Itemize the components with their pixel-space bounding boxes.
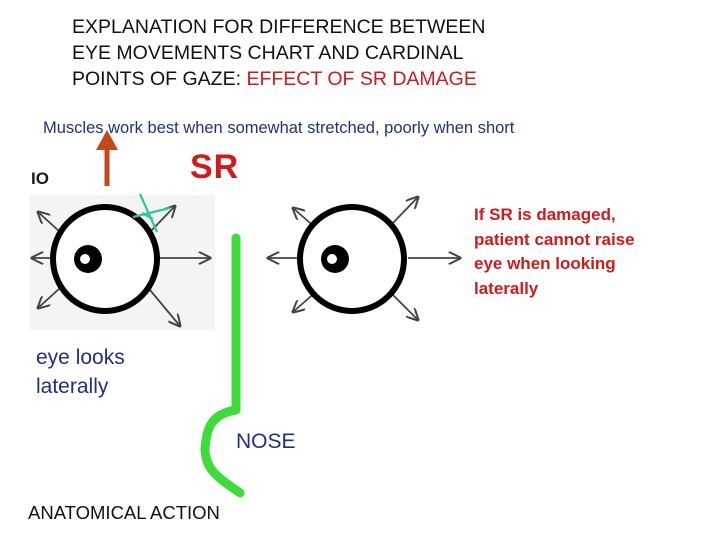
eye-label-line-2: laterally — [36, 375, 109, 398]
title-line-3-prefix: POINTS OF GAZE: — [72, 68, 247, 90]
right-eye-icon — [268, 197, 460, 320]
subtitle: Muscles work best when somewhat stretche… — [43, 119, 515, 137]
slide-title: EXPLANATION FOR DIFFERENCE BETWEEN EYE M… — [72, 14, 632, 92]
sr-damage-note: If SR is damaged, patient cannot raise e… — [474, 203, 674, 301]
io-label: IO — [31, 169, 49, 188]
nose-label: NOSE — [236, 430, 296, 453]
anatomical-action-label: ANATOMICAL ACTION — [28, 502, 220, 523]
eye-label-line-1: eye looks — [36, 346, 125, 369]
cross-mark-icon — [132, 193, 171, 233]
title-line-2: EYE MOVEMENTS CHART AND CARDINAL — [72, 42, 464, 64]
sr-label: SR — [190, 148, 240, 186]
note-line-3: eye when looking — [474, 254, 616, 273]
arrow-up-icon — [96, 130, 118, 186]
note-line-1: If SR is damaged, — [474, 205, 616, 224]
left-eye-icon — [32, 206, 210, 326]
title-line-3: POINTS OF GAZE: EFFECT OF SR DAMAGE — [72, 66, 632, 92]
nose-line — [200, 233, 245, 498]
title-highlight: EFFECT OF SR DAMAGE — [246, 68, 477, 90]
title-line-1: EXPLANATION FOR DIFFERENCE BETWEEN — [72, 16, 486, 38]
note-line-2: patient cannot raise — [474, 229, 635, 249]
note-line-4: laterally — [474, 278, 539, 298]
eye-looks-laterally-label: eye looks laterally — [36, 343, 125, 401]
